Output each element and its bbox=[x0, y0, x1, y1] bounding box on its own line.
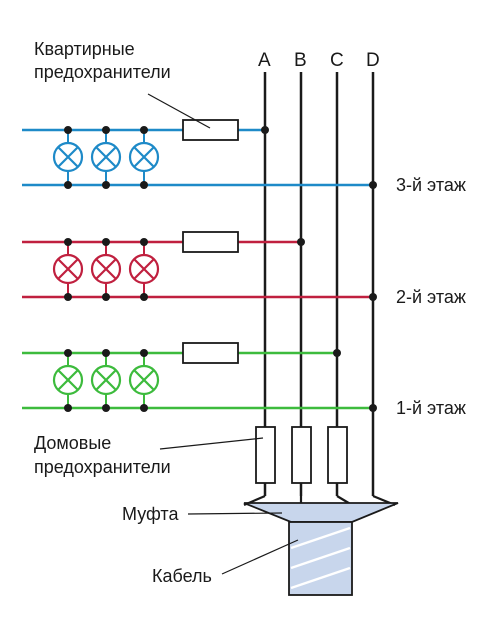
floor-2-circuit: 2-й этаж bbox=[22, 231, 466, 307]
house-fuses-label: Домовые bbox=[34, 433, 111, 453]
house-fuses-label-line2: предохранители bbox=[34, 457, 171, 477]
floor-3-circuit: 3-й этаж bbox=[22, 119, 466, 195]
lamp-icon bbox=[90, 253, 122, 285]
lamp-icon bbox=[52, 141, 84, 173]
lamp-icon bbox=[90, 364, 122, 396]
floor-2-label: 2-й этаж bbox=[396, 287, 466, 307]
floor-1-apartment-fuse bbox=[182, 342, 239, 364]
phase-label-d: D bbox=[366, 50, 380, 71]
pointer-house-fuses bbox=[159, 437, 264, 450]
floor-3-apartment-fuse bbox=[182, 119, 239, 141]
lamp-icon bbox=[90, 141, 122, 173]
floor-1-circuit: 1-й этаж bbox=[22, 342, 466, 418]
floor-2-lamps bbox=[52, 242, 160, 297]
coupling-label: Муфта bbox=[122, 504, 179, 524]
pointer-lines bbox=[147, 93, 299, 575]
floor-1-junction-dots bbox=[64, 349, 377, 412]
floor-1-lamps bbox=[52, 353, 160, 408]
floor-2-junction-dots bbox=[64, 238, 377, 301]
cable-label: Кабель bbox=[152, 566, 212, 586]
lamp-icon bbox=[52, 364, 84, 396]
phase-conductors bbox=[263, 72, 375, 496]
coupling-body bbox=[243, 502, 399, 523]
cable-stripes bbox=[290, 526, 351, 590]
cable bbox=[288, 521, 353, 596]
house-fuse-c bbox=[327, 426, 348, 484]
floor-2-apartment-fuse bbox=[182, 231, 239, 253]
floor-1-label: 1-й этаж bbox=[396, 398, 466, 418]
pointer-cable bbox=[221, 539, 299, 575]
pointer-coupling bbox=[187, 512, 283, 515]
cable-coupling bbox=[243, 494, 399, 523]
floor-3-junction-dots bbox=[64, 126, 377, 189]
floor-3-label: 3-й этаж bbox=[396, 175, 466, 195]
phase-label-c: C bbox=[330, 50, 344, 71]
lamp-icon bbox=[128, 141, 160, 173]
house-fuse-b bbox=[291, 426, 312, 484]
lamp-icon bbox=[128, 253, 160, 285]
phase-label-a: A bbox=[258, 50, 271, 71]
apartment-fuses-label-line2: предохранители bbox=[34, 62, 171, 82]
pointer-apartment-fuses bbox=[147, 93, 211, 129]
house-fuses bbox=[255, 426, 348, 484]
lamp-icon bbox=[128, 364, 160, 396]
phase-label-b: B bbox=[294, 50, 307, 71]
apartment-fuses-label: Квартирные bbox=[34, 39, 135, 59]
floor-3-lamps bbox=[52, 130, 160, 185]
house-fuse-a bbox=[255, 426, 276, 484]
lamp-icon bbox=[52, 253, 84, 285]
